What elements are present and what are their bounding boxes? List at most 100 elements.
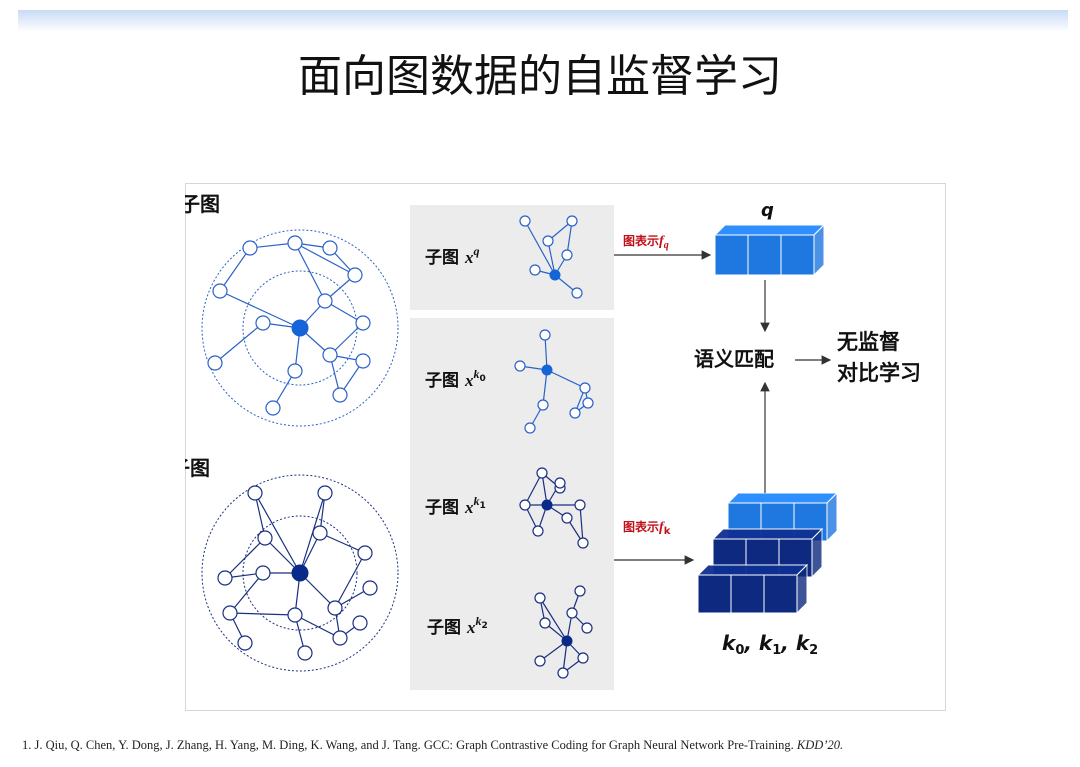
graph-node (287, 607, 303, 623)
outcome-label-line1: 无监督 (837, 330, 900, 354)
graph-edge (294, 242, 356, 276)
cube-top (713, 224, 826, 236)
graph-node (519, 215, 531, 227)
graph-center-node (291, 319, 309, 337)
graph-edge (539, 597, 568, 642)
answer-graph (201, 474, 399, 672)
slide-title: 面向图数据的自监督学习 (298, 51, 782, 102)
graph-node (222, 605, 238, 621)
graph-edge (294, 242, 326, 302)
graph-ring (242, 515, 358, 631)
graph-node (237, 635, 253, 651)
cube-cell (714, 234, 749, 276)
graph-edge (254, 492, 266, 539)
graph-node (536, 467, 548, 479)
graph-node (566, 607, 578, 619)
graph-node (212, 283, 228, 299)
semantic-match-label: 语义匹配 (694, 347, 774, 371)
outcome-label-line2: 对比学习 (837, 361, 921, 385)
graph-center-node (561, 635, 573, 647)
cube-side (811, 527, 823, 579)
graph-node (265, 400, 281, 416)
footnote-citation: 1. J. Qiu, Q. Chen, Y. Dong, J. Zhang, H… (22, 738, 794, 752)
graph-node (574, 499, 586, 511)
header-gradient-band (18, 10, 1068, 32)
graph-edge (254, 492, 301, 574)
answer-graph-label: 答案子图 (185, 456, 210, 480)
key-subgraph-2 (534, 585, 593, 679)
footnote-venue: KDD’20. (796, 738, 844, 752)
graph-node (347, 267, 363, 283)
key-subgraph-0 (514, 329, 594, 434)
query-graph (201, 229, 399, 427)
cube-side (813, 223, 825, 277)
cube-top (711, 528, 824, 540)
graph-edge (214, 322, 264, 364)
key-vector-cubes (696, 491, 839, 615)
graph-node (542, 235, 554, 247)
graph-node (255, 565, 271, 581)
graph-node (355, 315, 371, 331)
query-encoder-label: 图表示fq (623, 233, 669, 251)
query-vector-cubes (713, 223, 826, 277)
graph-edge (229, 612, 296, 616)
query-vector-label: q (761, 200, 774, 221)
graph-node (566, 215, 578, 227)
graph-node (539, 617, 551, 629)
graph-node (255, 315, 271, 331)
graph-node (297, 645, 313, 661)
graph-node (577, 537, 589, 549)
graph-node (519, 499, 531, 511)
query-graph-label: 查询子图 (185, 192, 220, 216)
graph-node (537, 399, 549, 411)
graph-edge (524, 220, 556, 276)
graph-edge (219, 290, 301, 329)
graph-node (534, 592, 546, 604)
graph-node (357, 545, 373, 561)
graph-node (332, 630, 348, 646)
graph-node (287, 363, 303, 379)
graph-node (554, 477, 566, 489)
graph-node (362, 580, 378, 596)
graph-edge (319, 532, 366, 554)
graph-node (579, 382, 591, 394)
graph-edge (334, 552, 366, 609)
graph-node (577, 652, 589, 664)
cube-top (726, 492, 839, 504)
graph-node (557, 667, 569, 679)
graph-node (561, 249, 573, 261)
graph-center-node (549, 269, 561, 281)
graph-node (569, 407, 581, 419)
key-vectors-label: k0, k1, k2 (722, 631, 818, 658)
graph-node (581, 622, 593, 634)
graph-edge (546, 369, 586, 389)
graph-node (532, 525, 544, 537)
graph-edge (524, 472, 543, 506)
graph-node (561, 512, 573, 524)
graph-node (534, 655, 546, 667)
graph-node (317, 293, 333, 309)
graph-center-node (541, 499, 553, 511)
graph-node (317, 485, 333, 501)
graph-node (242, 240, 258, 256)
graph-edge (544, 334, 548, 371)
graph-edge (294, 614, 341, 639)
graph-node (327, 600, 343, 616)
graph-node (352, 615, 368, 631)
graph-edge (229, 572, 264, 614)
graph-node (312, 525, 328, 541)
graph-node (582, 397, 594, 409)
cube-cell (730, 574, 765, 614)
cube-side (826, 491, 838, 543)
graph-node (217, 570, 233, 586)
graph-edge (566, 220, 573, 256)
graph-node (355, 353, 371, 369)
graph-edge (329, 322, 364, 356)
query-subgraph (519, 215, 583, 299)
graph-node (571, 287, 583, 299)
graph-edge (219, 247, 251, 292)
